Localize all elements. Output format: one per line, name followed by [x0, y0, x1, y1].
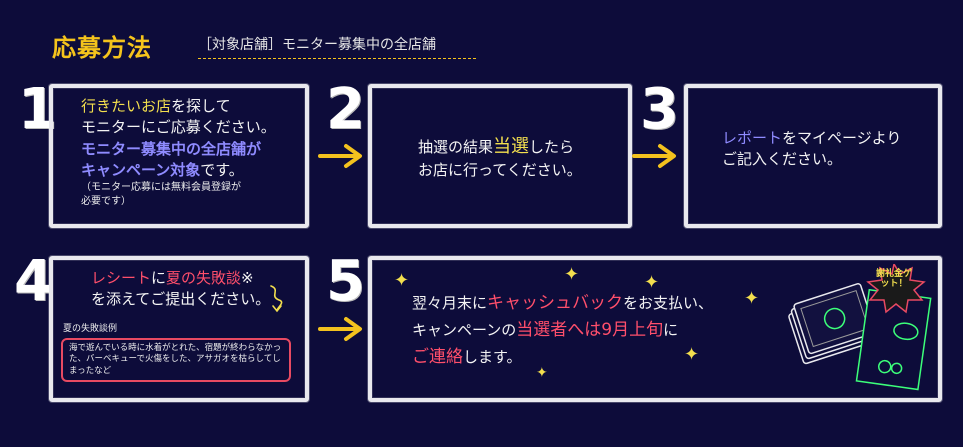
target-stores-label: ［対象店舗］モニター募集中の全店舗 — [198, 34, 476, 59]
step-1-note-2: 必要です） — [81, 196, 131, 208]
step-4-mark: ※ — [241, 269, 254, 287]
step-1-line-1-rest: を探して — [171, 97, 231, 115]
step-5-line-2-pre: キャンペーンの — [412, 321, 517, 340]
step-1-box: 行きたいお店を探して モニターにご応募ください。 モニター募集中の全店舗が キャ… — [49, 84, 309, 228]
step-2-line-1-post: したら — [529, 138, 575, 156]
sparkle-icon: ✦ — [684, 344, 700, 365]
squiggle-arrow-icon — [270, 285, 283, 313]
step-number-4: 4 — [14, 249, 53, 314]
step-number-3: 3 — [640, 77, 679, 142]
step-4-box: レシートに夏の失敗談※ を添えてご提出ください。 夏の失敗談例 海で遊んでいる時… — [49, 256, 309, 402]
page-title: 応募方法 — [52, 34, 152, 62]
step-number-5: 5 — [326, 249, 365, 314]
step-5-box: 翌々月末にキャッシュバックをお支払い、 キャンペーンの当選者へは9月上旬に ご連… — [368, 256, 942, 402]
step-5-line-1-post: をお支払い、 — [623, 294, 714, 312]
step-2-win: 当選 — [493, 136, 530, 157]
step-2-box: 抽選の結果当選したら お店に行ってください。 — [368, 84, 632, 228]
reward-badge: 謝礼金ゲット！ — [875, 269, 912, 289]
step-3-box: レポートをマイページより ご記入ください。 — [684, 84, 942, 228]
step-3-line-1: レポートをマイページより — [722, 128, 932, 149]
step-5-line-3-post: します。 — [463, 348, 522, 367]
sparkle-icon: ✦ — [394, 270, 410, 291]
step-1-line-4: キャンペーン対象です。 — [81, 160, 311, 181]
step-3-line-1-rest: をマイページより — [782, 129, 902, 147]
example-text: 海で遊んでいる時に水着がとれた、宿題が終わらなかった、バーベキューで火傷をした、… — [69, 343, 282, 376]
sparkle-icon: ✦ — [536, 365, 548, 381]
step-5-line-3: ご連絡します。 — [412, 344, 812, 371]
example-title: 夏の失敗談例 — [63, 324, 118, 334]
arrow-right-icon — [318, 144, 362, 168]
sparkle-icon: ✦ — [564, 264, 580, 285]
step-4-line-1-mid: に — [151, 269, 167, 287]
step-4-summer-failure: 夏の失敗談 — [166, 269, 242, 287]
example-box: 海で遊んでいる時に水着がとれた、宿題が終わらなかった、バーベキューで火傷をした、… — [61, 338, 291, 382]
step-2-line-1-pre: 抽選の結果 — [418, 138, 494, 156]
step-number-2: 2 — [326, 77, 365, 142]
step-5-line-2-post: に — [663, 321, 679, 340]
step-2-line-1: 抽選の結果当選したら — [418, 134, 618, 160]
step-1-note-1: （モニター応募には無料会員登録が — [81, 182, 241, 194]
arrow-right-icon — [632, 144, 676, 168]
step-2-line-2: お店に行ってください。 — [418, 160, 582, 179]
arrow-right-icon — [318, 317, 362, 341]
step-3-line-2: ご記入ください。 — [722, 150, 843, 169]
step-1-find-store: 行きたいお店 — [81, 97, 172, 115]
step-5-line-2: キャンペーンの当選者へは9月上旬に — [412, 317, 812, 344]
step-1-line-2: モニターにご応募ください。 — [81, 118, 276, 137]
step-4-line-1: レシートに夏の失敗談※ — [91, 268, 301, 289]
step-5-line-1-pre: 翌々月末に — [412, 294, 488, 312]
step-5-cashback: キャッシュバック — [487, 293, 624, 313]
money-stack-icon — [788, 264, 932, 391]
step-5-winner-notice: 当選者へは9月上旬 — [516, 320, 664, 341]
step-1-line-3: モニター募集中の全店舗が — [81, 139, 262, 158]
step-4-line-2: を添えてご提出ください。 — [91, 290, 271, 309]
step-4-receipt: レシート — [91, 269, 152, 287]
step-5-line-1: 翌々月末にキャッシュバックをお支払い、 — [412, 290, 812, 317]
step-5-contact: ご連絡 — [412, 347, 463, 368]
sparkle-icon: ✦ — [644, 272, 660, 293]
step-1-line-4-rest: です。 — [200, 160, 244, 179]
step-1-line-1: 行きたいお店を探して — [81, 96, 311, 117]
step-1-campaign-target: キャンペーン対象 — [81, 160, 201, 179]
step-3-report: レポート — [722, 129, 783, 147]
sparkle-icon: ✦ — [744, 288, 760, 309]
